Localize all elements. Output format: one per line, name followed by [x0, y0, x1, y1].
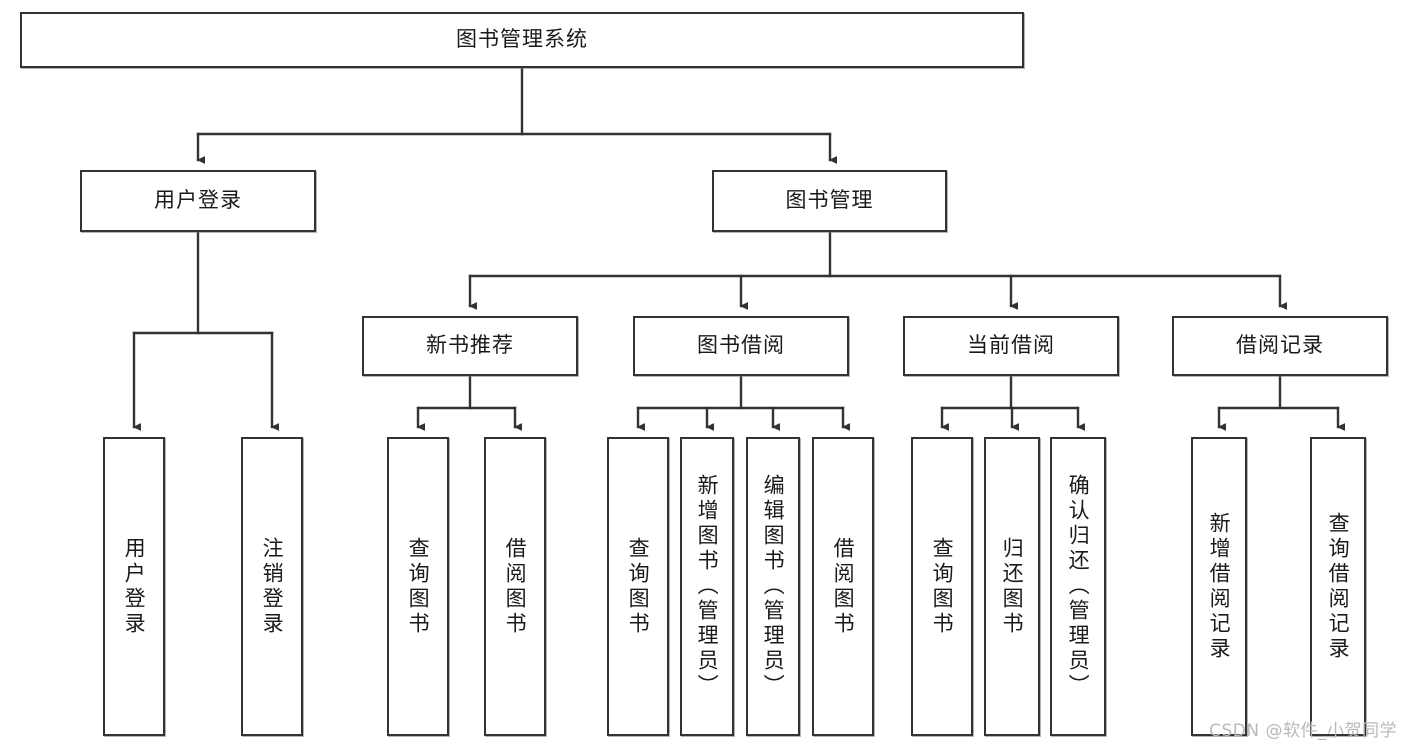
- node-label: 查询图书: [406, 536, 431, 637]
- node-leaf-add-borrow-record[interactable]: 新增借阅记录: [1191, 437, 1247, 736]
- node-label: 查询借阅记录: [1326, 511, 1351, 662]
- node-label: 借阅记录: [1236, 333, 1324, 358]
- node-label: 用户登录: [154, 188, 242, 213]
- node-label: 编辑图书（管理员）: [761, 474, 786, 699]
- node-leaf-confirm-return[interactable]: 确认归还（管理员）: [1050, 437, 1106, 736]
- node-current-borrow[interactable]: 当前借阅: [903, 316, 1119, 376]
- node-leaf-query-book-2[interactable]: 查询图书: [607, 437, 669, 736]
- node-leaf-query-book-3[interactable]: 查询图书: [911, 437, 973, 736]
- node-label: 新增图书（管理员）: [695, 474, 720, 699]
- node-label: 借阅图书: [831, 536, 856, 637]
- node-label: 借阅图书: [503, 536, 528, 637]
- node-borrow-record[interactable]: 借阅记录: [1172, 316, 1388, 376]
- node-label: 归还图书: [1000, 536, 1025, 637]
- node-label: 图书管理系统: [456, 27, 588, 52]
- node-label: 图书借阅: [697, 333, 785, 358]
- node-leaf-edit-book[interactable]: 编辑图书（管理员）: [746, 437, 800, 736]
- csdn-watermark: CSDN @软件_小贺同学: [1209, 721, 1397, 741]
- node-book-borrow[interactable]: 图书借阅: [633, 316, 849, 376]
- node-leaf-borrow-book-1[interactable]: 借阅图书: [484, 437, 546, 736]
- node-label: 当前借阅: [967, 333, 1055, 358]
- node-root-system[interactable]: 图书管理系统: [20, 12, 1024, 68]
- node-new-book-recommend[interactable]: 新书推荐: [362, 316, 578, 376]
- node-leaf-query-borrow-record[interactable]: 查询借阅记录: [1310, 437, 1366, 736]
- node-leaf-return-book[interactable]: 归还图书: [984, 437, 1040, 736]
- node-book-management[interactable]: 图书管理: [712, 170, 947, 232]
- node-user-login[interactable]: 用户登录: [80, 170, 316, 232]
- node-label: 确认归还（管理员）: [1066, 474, 1091, 699]
- node-leaf-borrow-book-2[interactable]: 借阅图书: [812, 437, 874, 736]
- node-label: 查询图书: [930, 536, 955, 637]
- node-label: 查询图书: [626, 536, 651, 637]
- node-label: 用户登录: [122, 536, 147, 637]
- node-leaf-logout[interactable]: 注销登录: [241, 437, 303, 736]
- node-leaf-add-book[interactable]: 新增图书（管理员）: [680, 437, 734, 736]
- node-label: 新增借阅记录: [1207, 511, 1232, 662]
- node-leaf-user-login[interactable]: 用户登录: [103, 437, 165, 736]
- node-label: 注销登录: [260, 536, 285, 637]
- node-label: 新书推荐: [426, 333, 514, 358]
- node-leaf-query-book-1[interactable]: 查询图书: [387, 437, 449, 736]
- node-label: 图书管理: [785, 188, 874, 213]
